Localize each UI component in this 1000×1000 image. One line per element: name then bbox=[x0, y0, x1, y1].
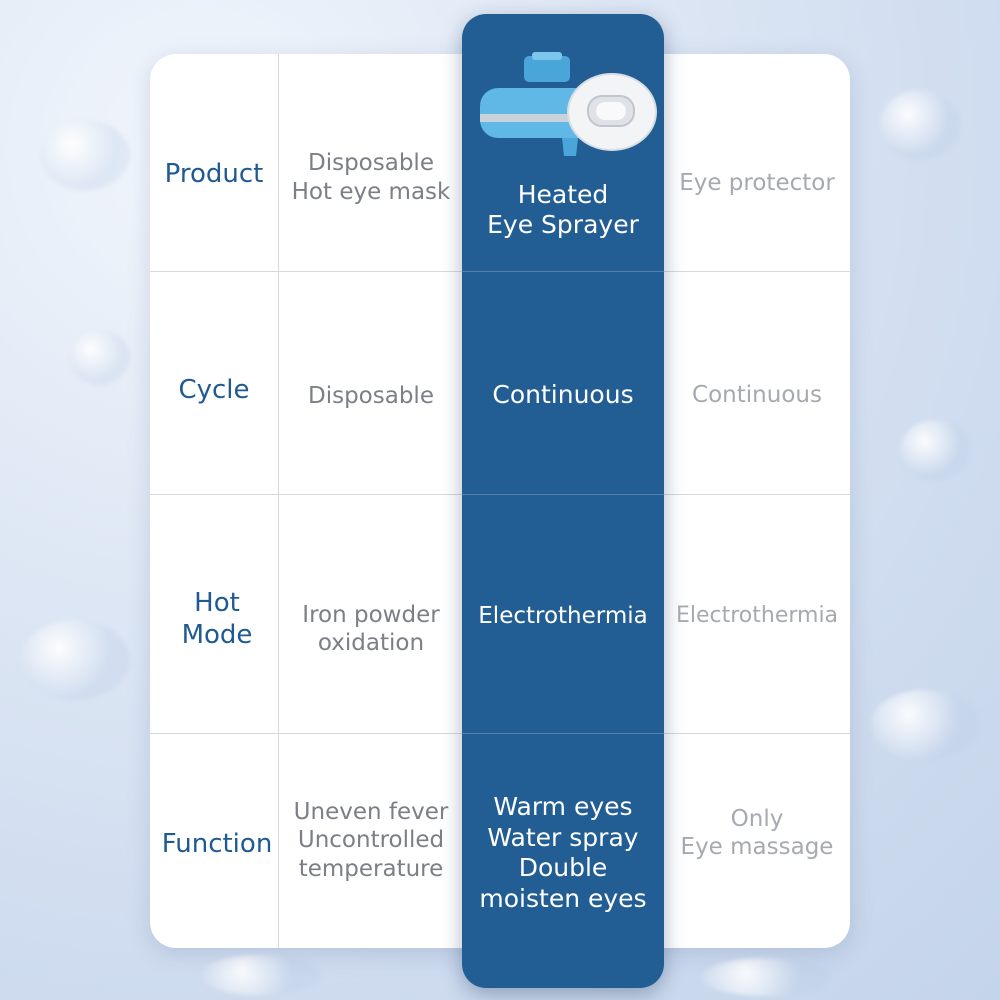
cell-cycle-disposable-mask: Disposable bbox=[308, 382, 434, 409]
column-divider bbox=[278, 54, 279, 948]
background-bubble bbox=[700, 958, 830, 996]
row-label-cycle: Cycle bbox=[178, 375, 250, 406]
cell-product-heated-sprayer: Heated Eye Sprayer bbox=[487, 179, 639, 240]
cell-hotmode-disposable-mask: Iron powder oxidation bbox=[302, 601, 440, 656]
row-label-hot-mode: Hot Mode bbox=[181, 588, 253, 650]
background-bubble bbox=[70, 330, 130, 385]
highlight-row-divider bbox=[462, 271, 664, 272]
cell-hotmode-heated-sprayer: Electrothermia bbox=[478, 602, 648, 629]
cell-function-eye-protector: Only Eye massage bbox=[680, 805, 834, 860]
background-bubble bbox=[20, 620, 130, 700]
row-label-product: Product bbox=[164, 159, 264, 190]
row-label-function: Function bbox=[161, 829, 273, 860]
background-bubble bbox=[40, 120, 130, 190]
cell-cycle-eye-protector: Continuous bbox=[692, 381, 822, 408]
cell-product-disposable-mask: Disposable Hot eye mask bbox=[291, 150, 451, 205]
cell-function-heated-sprayer: Warm eyes Water spray Double moisten eye… bbox=[479, 792, 647, 913]
cell-cycle-heated-sprayer: Continuous bbox=[492, 379, 634, 409]
cell-function-disposable-mask: Uneven fever Uncontrolled temperature bbox=[293, 799, 449, 882]
highlight-row-divider bbox=[462, 494, 664, 495]
highlight-column bbox=[462, 14, 664, 988]
highlight-row-divider bbox=[462, 733, 664, 734]
background-bubble bbox=[200, 955, 320, 995]
background-bubble bbox=[880, 90, 960, 160]
eye-sprayer-product-icon bbox=[480, 52, 657, 156]
background-bubble bbox=[870, 690, 980, 760]
cell-product-eye-protector: Eye protector bbox=[679, 169, 835, 196]
cell-hotmode-eye-protector: Electrothermia bbox=[675, 602, 839, 628]
background-bubble bbox=[900, 420, 970, 480]
